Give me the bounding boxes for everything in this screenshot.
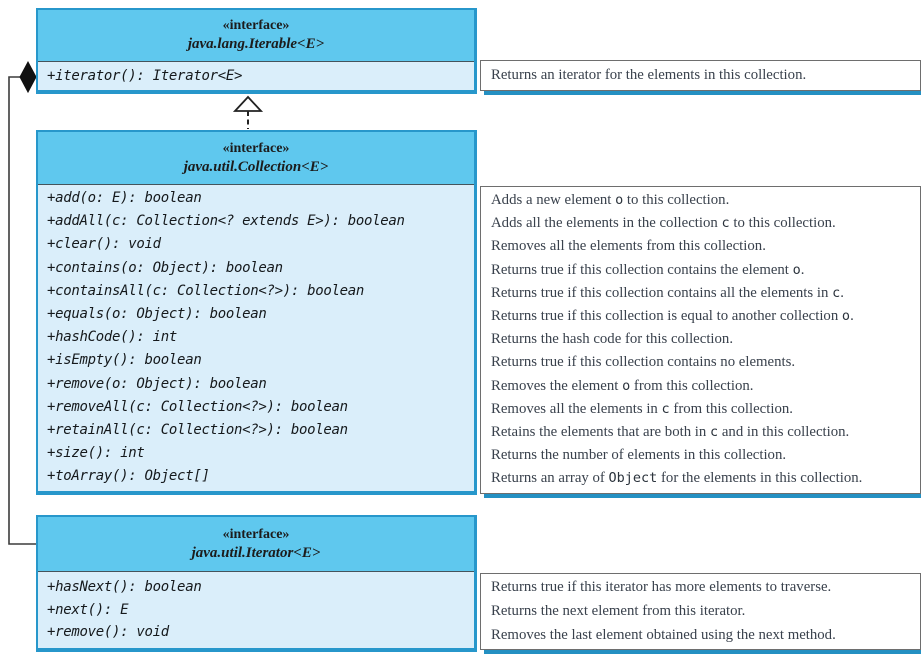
method-item: +toArray(): Object[] (47, 468, 210, 485)
class-name: java.util.Iterator<E> (191, 544, 321, 561)
method-item: +remove(): void (47, 624, 169, 640)
note-box-collection: Adds a new element o to this collection.… (480, 186, 921, 494)
class-header: «interface» java.util.Iterator<E> (38, 517, 474, 572)
note-line: Returns the number of elements in this c… (491, 447, 787, 464)
method-item: +size(): int (47, 445, 145, 462)
class-name: java.util.Collection<E> (183, 158, 329, 175)
class-header: «interface» java.lang.Iterable<E> (38, 10, 474, 62)
note-line: Returns the next element from this itera… (491, 602, 746, 619)
note-line: Returns true if this collection is equal… (491, 308, 854, 325)
note-line: Removes the last element obtained using … (491, 626, 836, 643)
note-box-iterator: Returns true if this iterator has more e… (480, 573, 921, 650)
class-box-iterable: «interface» java.lang.Iterable<E> +itera… (36, 8, 477, 94)
note-line: Returns an array of Object for the eleme… (491, 470, 863, 487)
class-box-collection: «interface» java.util.Collection<E> +add… (36, 130, 477, 495)
note-line: Removes the element o from this collecti… (491, 377, 754, 394)
stereotype-label: «interface» (222, 140, 290, 156)
method-item: +retainAll(c: Collection<?>): boolean (47, 422, 348, 439)
method-item: +addAll(c: Collection<? extends E>): boo… (47, 213, 405, 230)
stereotype-label: «interface» (222, 526, 290, 542)
method-item: +iterator(): Iterator<E> (47, 68, 243, 84)
realization-triangle-icon (232, 95, 264, 112)
composition-diamond-icon (19, 60, 37, 94)
composition-line (8, 76, 36, 545)
note-line: Removes all the elements in c from this … (491, 400, 793, 417)
method-item: +hashCode(): int (47, 329, 178, 346)
note-line: Returns true if this collection contains… (491, 354, 796, 371)
note-line: Returns true if this collection contains… (491, 261, 805, 278)
method-item: +next(): E (47, 601, 129, 618)
method-item: +equals(o: Object): boolean (47, 306, 267, 323)
class-header: «interface» java.util.Collection<E> (38, 132, 474, 185)
method-item: +add(o: E): boolean (47, 190, 202, 206)
note-line: Removes all the elements from this colle… (491, 238, 766, 255)
note-line: Returns true if this iterator has more e… (491, 579, 832, 595)
method-item: +contains(o: Object): boolean (47, 259, 283, 276)
class-box-iterator: «interface» java.util.Iterator<E> +hasNe… (36, 515, 477, 652)
note-line: Returns the hash code for this collectio… (491, 331, 734, 348)
method-compartment: +hasNext(): boolean +next(): E +remove()… (38, 572, 474, 648)
class-name: java.lang.Iterable<E> (187, 36, 325, 52)
note-line: Returns true if this collection contains… (491, 284, 844, 301)
note-line: Retains the elements that are both in c … (491, 424, 850, 441)
method-item: +hasNext(): boolean (47, 579, 202, 595)
method-item: +removeAll(c: Collection<?>): boolean (47, 398, 348, 415)
note-line: Returns an iterator for the elements in … (491, 67, 807, 83)
method-compartment: +add(o: E): boolean +addAll(c: Collectio… (38, 185, 474, 491)
note-box-iterable: Returns an iterator for the elements in … (480, 60, 921, 91)
stereotype-label: «interface» (222, 18, 290, 33)
method-item: +isEmpty(): boolean (47, 352, 202, 369)
method-compartment: +iterator(): Iterator<E> (38, 62, 474, 90)
method-item: +clear(): void (47, 236, 161, 253)
note-line: Adds a new element o to this collection. (491, 192, 730, 208)
method-item: +remove(o: Object): boolean (47, 375, 267, 392)
method-item: +containsAll(c: Collection<?>): boolean (47, 282, 365, 299)
note-line: Adds all the elements in the collection … (491, 215, 836, 232)
